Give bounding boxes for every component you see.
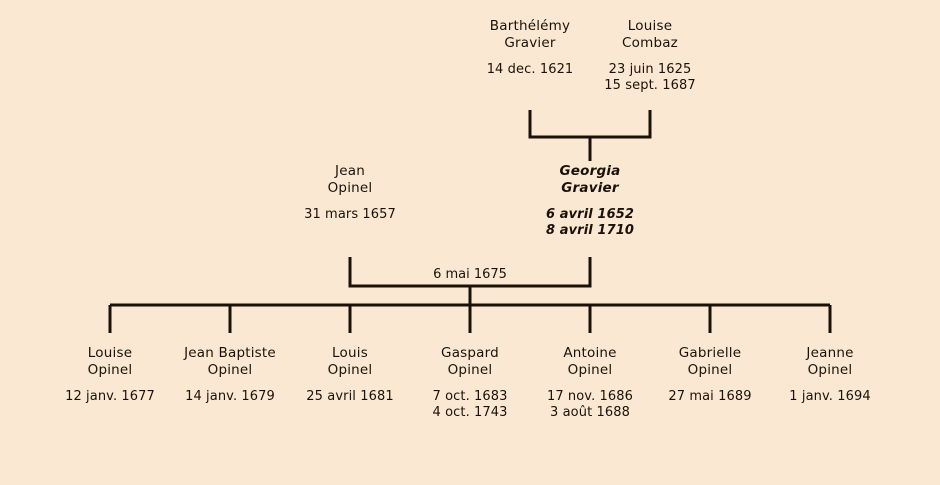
person-child-1[interactable]: Louise Opinel 12 janv. 1677	[65, 345, 155, 405]
person-given-name: Barthélémy	[489, 18, 571, 34]
person-surname: Gravier	[561, 180, 619, 197]
person-dates: 23 juin 1625 15 sept. 1687	[604, 62, 695, 95]
person-birth-date: 12 janv. 1677	[65, 388, 155, 404]
person-surname: Gravier	[504, 35, 556, 52]
person-surname: Opinel	[447, 362, 493, 379]
person-given-name: Antoine	[563, 345, 617, 361]
connector-grandparent-couple	[528, 110, 652, 139]
person-given-name: Louise	[87, 345, 133, 361]
person-surname: Combaz	[622, 35, 678, 52]
person-given-name: Jeanne	[806, 345, 854, 361]
person-grandfather[interactable]: Barthélémy Gravier 14 dec. 1621	[487, 18, 574, 78]
person-death-date: 15 sept. 1687	[604, 78, 696, 94]
person-father[interactable]: Jean Opinel 31 mars 1657	[304, 163, 396, 223]
person-birth-date: 31 mars 1657	[304, 206, 396, 222]
person-given-name: Jean	[335, 163, 365, 179]
person-death-date: 8 avril 1710	[545, 223, 635, 239]
person-death-date: 3 août 1688	[550, 405, 630, 421]
person-surname: Opinel	[687, 362, 733, 379]
person-dates: 25 avril 1681	[306, 389, 393, 406]
person-given-name: Louise	[627, 18, 673, 34]
person-birth-date: 6 avril 1652	[545, 206, 635, 222]
person-dates: 7 oct. 1683 4 oct. 1743	[432, 389, 507, 422]
person-death-date: 4 oct. 1743	[432, 405, 508, 421]
person-dates: 27 mai 1689	[668, 389, 751, 406]
person-given-name: Gabrielle	[678, 345, 742, 361]
person-dates: 6 avril 1652 8 avril 1710	[546, 207, 634, 240]
person-dates: 1 janv. 1694	[789, 389, 870, 406]
person-given-name: Louis	[332, 345, 368, 361]
person-surname: Opinel	[87, 362, 133, 379]
person-dates: 14 dec. 1621	[487, 62, 574, 79]
person-child-5[interactable]: Antoine Opinel 17 nov. 1686 3 août 1688	[547, 345, 633, 422]
person-mother-focus[interactable]: Georgia Gravier 6 avril 1652 8 avril 171…	[546, 163, 634, 240]
person-surname: Opinel	[807, 362, 853, 379]
person-birth-date: 14 janv. 1679	[185, 388, 275, 404]
person-birth-date: 7 oct. 1683	[432, 388, 508, 404]
person-grandmother[interactable]: Louise Combaz 23 juin 1625 15 sept. 1687	[604, 18, 695, 95]
person-child-2[interactable]: Jean Baptiste Opinel 14 janv. 1679	[184, 345, 276, 405]
person-birth-date: 1 janv. 1694	[789, 388, 871, 404]
person-birth-date: 25 avril 1681	[306, 388, 394, 404]
person-child-4[interactable]: Gaspard Opinel 7 oct. 1683 4 oct. 1743	[432, 345, 507, 422]
person-birth-date: 27 mai 1689	[668, 388, 752, 404]
person-surname: Opinel	[327, 362, 373, 379]
person-dates: 12 janv. 1677	[65, 389, 155, 406]
person-surname: Opinel	[567, 362, 613, 379]
person-child-7[interactable]: Jeanne Opinel 1 janv. 1694	[789, 345, 870, 405]
person-given-name: Jean Baptiste	[184, 345, 276, 361]
person-birth-date: 17 nov. 1686	[546, 388, 634, 404]
person-child-6[interactable]: Gabrielle Opinel 27 mai 1689	[668, 345, 751, 405]
person-dates: 31 mars 1657	[304, 207, 396, 224]
marriage-date-label: 6 mai 1675	[426, 268, 514, 281]
person-surname: Opinel	[207, 362, 253, 379]
person-birth-date: 14 dec. 1621	[486, 61, 574, 77]
person-birth-date: 23 juin 1625	[608, 61, 692, 77]
person-dates: 14 janv. 1679	[184, 389, 276, 406]
person-child-3[interactable]: Louis Opinel 25 avril 1681	[306, 345, 393, 405]
person-given-name: Georgia	[559, 163, 621, 179]
person-surname: Opinel	[327, 180, 373, 197]
person-given-name: Gaspard	[441, 345, 499, 361]
person-dates: 17 nov. 1686 3 août 1688	[547, 389, 633, 422]
